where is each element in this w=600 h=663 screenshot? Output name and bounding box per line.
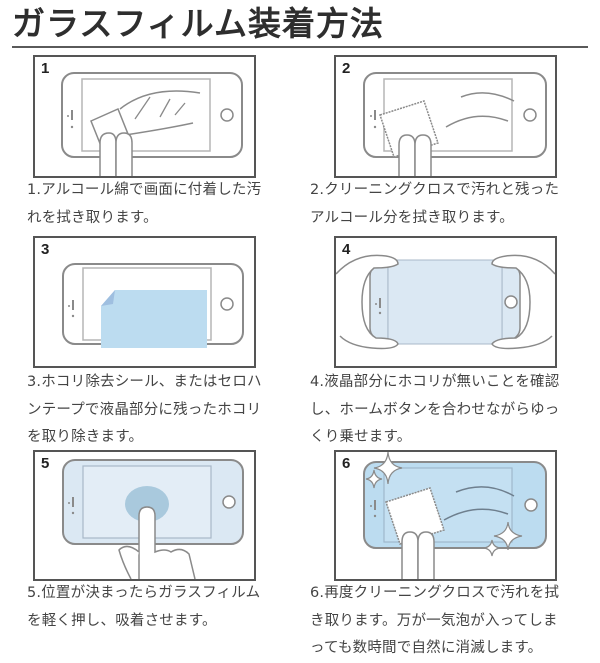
caption-line: れを拭き取ります。 xyxy=(27,209,158,226)
phone-dust-removal-sticker-illustration xyxy=(62,263,244,348)
caption-line: を軽く押し、吸着させます。 xyxy=(27,612,217,629)
step-3-illustration-panel: 3 xyxy=(33,236,256,368)
step-6-illustration-panel: 6 xyxy=(334,450,557,581)
caption-line: 1.アルコール綿で画面に付着した汚 xyxy=(27,182,262,198)
step-2-illustration-panel: 2 xyxy=(334,55,557,178)
step-1-illustration-panel: 1 xyxy=(33,55,256,178)
phone-cleaning-cloth-illustration xyxy=(363,72,547,176)
caption-line: 2.クリーニングクロスで汚れと残った xyxy=(310,182,560,198)
caption-line: き取ります。万が一気泡が入ってしま xyxy=(310,612,558,629)
step-6-number: 6 xyxy=(342,455,351,472)
caption-line: を取り除きます。 xyxy=(27,429,144,445)
caption-line: アルコール分を拭き取ります。 xyxy=(310,209,514,226)
step-4-caption: 4.液晶部分にホコリが無いことを確認 し、ホームボタンを合わせながらゆっ くり乗… xyxy=(310,369,575,452)
step-4-illustration-panel: 4 xyxy=(334,236,557,368)
caption-line: ンテープで液晶部分に残ったホコリ xyxy=(27,401,262,418)
step-5-illustration-panel: 5 xyxy=(33,450,256,581)
phone-alcohol-wipe-illustration xyxy=(61,72,243,176)
finger-pressing-film-illustration xyxy=(62,459,244,579)
caption-line: 6.再度クリーニングクロスで汚れを拭 xyxy=(310,585,560,601)
caption-line: っても数時間で自然に消滅します。 xyxy=(310,640,543,656)
step-3-caption: 3.ホコリ除去シール、またはセロハ ンテープで液晶部分に残ったホコリ を取り除き… xyxy=(27,369,292,452)
caption-line: し、ホームボタンを合わせながらゆっ xyxy=(310,401,560,418)
caption-line: 4.液晶部分にホコリが無いことを確認 xyxy=(310,374,560,390)
step-6-caption: 6.再度クリーニングクロスで汚れを拭 き取ります。万が一気泡が入ってしま っても… xyxy=(310,580,575,663)
caption-line: 3.ホコリ除去シール、またはセロハ xyxy=(27,374,262,390)
caption-line: 5.位置が決まったらガラスフィルム xyxy=(27,585,261,601)
step-3-number: 3 xyxy=(41,241,50,258)
caption-line: くり乗せます。 xyxy=(310,429,412,445)
step-5-number: 5 xyxy=(41,455,50,472)
step-4-number: 4 xyxy=(342,241,351,258)
hands-placing-film-illustration xyxy=(336,254,555,350)
phone-final-wipe-sparkle-illustration xyxy=(363,452,547,579)
step-5-caption: 5.位置が決まったらガラスフィルム を軽く押し、吸着させます。 xyxy=(27,580,292,635)
step-2-caption: 2.クリーニングクロスで汚れと残った アルコール分を拭き取ります。 xyxy=(310,177,575,232)
title-divider xyxy=(12,46,588,48)
page-title: ガラスフィルム装着方法 xyxy=(12,4,385,43)
step-1-caption: 1.アルコール綿で画面に付着した汚 れを拭き取ります。 xyxy=(27,177,292,232)
step-2-number: 2 xyxy=(342,60,351,77)
step-1-number: 1 xyxy=(41,60,50,77)
